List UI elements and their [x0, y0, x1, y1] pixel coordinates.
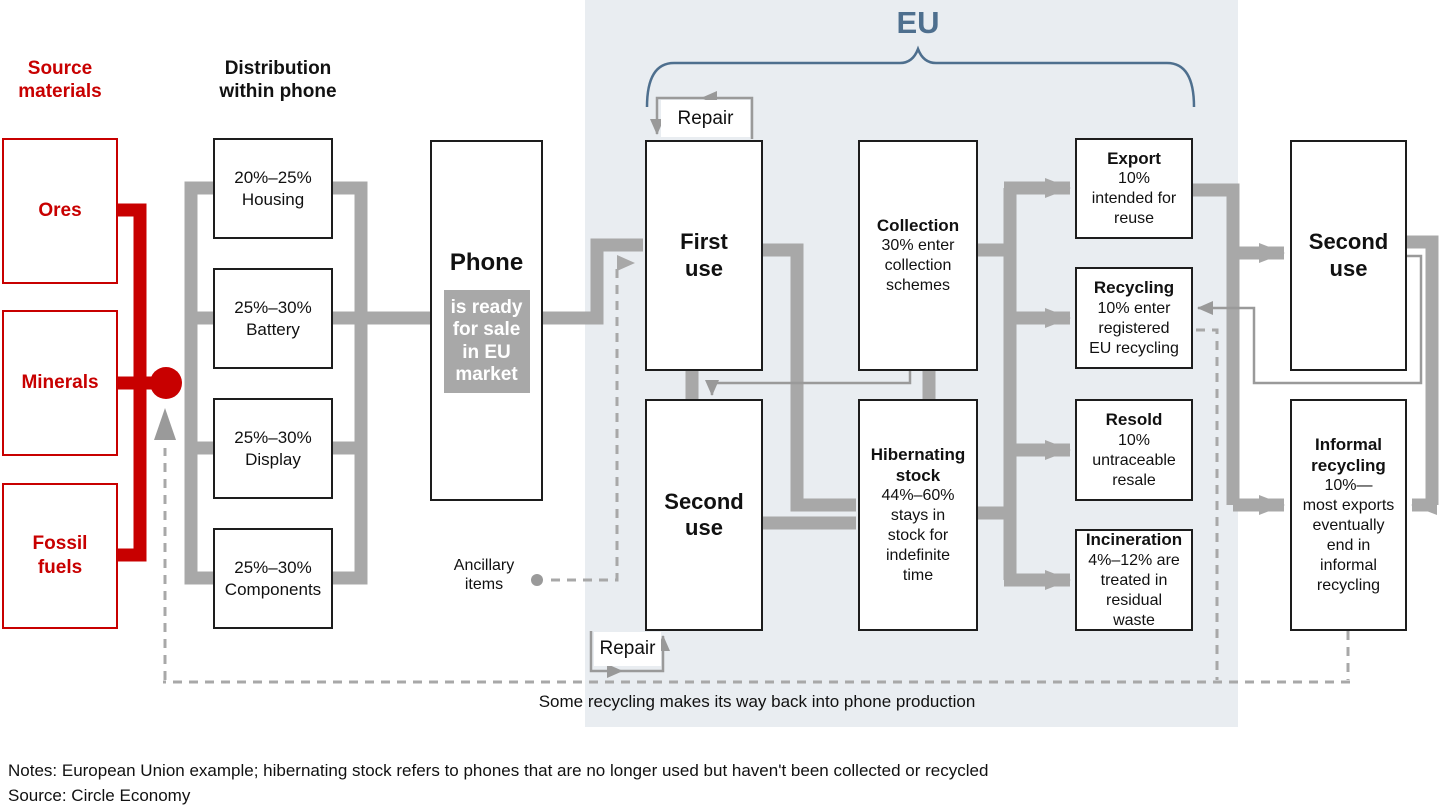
- source-materials-header: Source materials: [18, 58, 102, 103]
- components-label: Components: [224, 579, 322, 599]
- resold-desc: 10% untraceable resale: [1092, 431, 1176, 489]
- battery-label: Battery: [246, 319, 300, 339]
- recycling-desc: 10% enter registered EU recycling: [1089, 299, 1179, 357]
- hibernating-title: Hibernating stock: [870, 444, 966, 485]
- export-desc: 10% intended for reuse: [1091, 170, 1177, 228]
- dashed-links: [163, 255, 1350, 684]
- flow-export-down: [1192, 183, 1240, 505]
- repair-loop-bottom-a: [589, 631, 623, 678]
- link-second-use-to-recycling: [1197, 254, 1423, 385]
- hibernating-desc: 44%–60% stays in stock for indefinite ti…: [881, 487, 955, 585]
- minerals-label: Minerals: [21, 372, 99, 394]
- minerals-box: Minerals: [2, 310, 118, 456]
- repair-label-top: Repair: [661, 100, 750, 137]
- collection-desc: 30% enter collection schemes: [881, 237, 955, 295]
- ancillary-items-label: Ancillary items: [453, 557, 515, 594]
- export-title: Export: [1107, 148, 1161, 168]
- battery-box: 25%–30% Battery: [213, 268, 333, 369]
- incineration-desc: 4%–12% are treated in residual waste: [1088, 551, 1180, 629]
- notes-text: Notes: European Union example; hibernati…: [8, 761, 989, 780]
- export-box: Export 10% intended for reuse: [1075, 138, 1193, 239]
- housing-label: Housing: [241, 189, 305, 209]
- main-flow: [543, 178, 1439, 590]
- informal-recycling-desc: 10%— most exports eventually end in info…: [1302, 477, 1395, 595]
- housing-pct: 20%–25%: [234, 168, 312, 188]
- return-up-arrowhead: [154, 408, 176, 440]
- informal-recycling-box: Informal recycling 10%— most exports eve…: [1290, 399, 1407, 631]
- collection-box: Collection 30% enter collection schemes: [858, 140, 978, 371]
- recycling-loop-caption: Some recycling makes its way back into p…: [538, 692, 976, 711]
- resold-box: Resold 10% untraceable resale: [1075, 399, 1193, 501]
- fossil-fuels-label: Fossil fuels: [32, 533, 88, 578]
- display-pct: 25%–30%: [234, 428, 312, 448]
- flow-first-use-to-hibernating: [762, 243, 856, 512]
- distribution-header: Distribution within phone: [219, 58, 337, 103]
- eu-brace: [645, 45, 1196, 108]
- second-use-export-label: Second use: [1308, 229, 1389, 281]
- phone-box: Phone is ready for sale in EU market: [430, 140, 543, 501]
- repair-loop-top-a: [701, 91, 754, 139]
- dash-ancillary-to-first-use: [551, 255, 635, 582]
- display-box: 25%–30% Display: [213, 398, 333, 499]
- housing-box: 20%–25% Housing: [213, 138, 333, 239]
- distribution-bus: [184, 181, 430, 585]
- first-use-box: First use: [645, 140, 763, 371]
- ores-label: Ores: [38, 200, 82, 222]
- repair-loop-top-b: [650, 96, 702, 135]
- ancillary-dot: [531, 574, 543, 586]
- hibernating-stock-box: Hibernating stock 44%–60% stays in stock…: [858, 399, 978, 631]
- red-junction-dot: [150, 367, 182, 399]
- recycling-title: Recycling: [1093, 278, 1175, 298]
- resold-title: Resold: [1105, 410, 1163, 430]
- repair-loop-bottom-b: [622, 635, 670, 673]
- recycling-box: Recycling 10% enter registered EU recycl…: [1075, 267, 1193, 369]
- display-label: Display: [245, 449, 301, 469]
- eu-label: EU: [896, 5, 940, 40]
- second-use-eu-label: Second use: [664, 488, 744, 540]
- flow-second-use-to-informal: [1406, 235, 1439, 505]
- fossil-fuels-box: Fossil fuels: [2, 483, 118, 629]
- phone-status-badge: is ready for sale in EU market: [443, 289, 530, 394]
- link-collection-to-second-use: [705, 370, 912, 396]
- second-use-export-box: Second use: [1290, 140, 1407, 371]
- components-box: 25%–30% Components: [213, 528, 333, 629]
- components-pct: 25%–30%: [234, 558, 312, 578]
- source-text: Source: Circle Economy: [8, 786, 191, 805]
- ores-box: Ores: [2, 138, 118, 284]
- repair-label-bottom: Repair: [594, 632, 661, 666]
- battery-pct: 25%–30%: [234, 298, 312, 318]
- second-use-eu-box: Second use: [645, 399, 763, 631]
- collection-title: Collection: [876, 215, 960, 235]
- incineration-title: Incineration: [1085, 530, 1183, 550]
- informal-recycling-title: Informal recycling: [1311, 434, 1386, 475]
- dash-recycling-down: [1196, 328, 1219, 680]
- incineration-box: Incineration 4%–12% are treated in resid…: [1075, 529, 1193, 631]
- phone-title: Phone: [449, 248, 524, 276]
- flow-phone-to-first-use: [543, 238, 643, 325]
- thin-links: [589, 91, 1423, 678]
- first-use-label: First use: [680, 229, 728, 281]
